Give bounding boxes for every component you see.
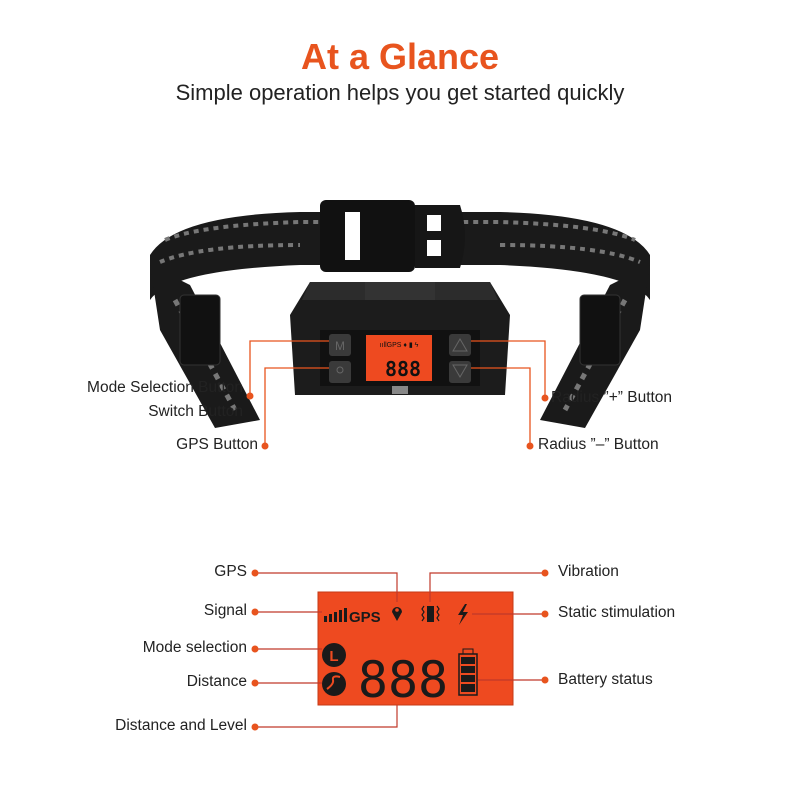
mode-icon xyxy=(322,643,346,667)
label-battery-status: Battery status xyxy=(558,671,653,688)
label-vibration: Vibration xyxy=(558,563,619,580)
lcd-diagram: GPS L 888 xyxy=(317,591,514,709)
label-mode-selection: Mode selection xyxy=(142,639,247,656)
label-radius-minus-button: Radius ”–” Button xyxy=(538,436,659,453)
label-distance-and-level: Distance and Level xyxy=(115,717,247,734)
label-static-stimulation: Static stimulation xyxy=(558,604,676,621)
callout-dots xyxy=(246,392,549,450)
radius-minus-button[interactable] xyxy=(449,361,471,383)
device-callout-lines xyxy=(249,340,546,446)
lcd-gps-text: GPS xyxy=(349,609,381,626)
mode-letter: L xyxy=(329,648,338,665)
label-gps: GPS xyxy=(214,563,247,580)
lcd-digits: 888 xyxy=(358,651,448,709)
svg-text:888: 888 xyxy=(385,357,421,381)
label-radius-plus-button: Radius ”+” Button xyxy=(551,389,673,406)
lcd-callout-lines xyxy=(255,572,545,728)
label-mode-selection-button: Mode Selection Button xyxy=(87,379,243,396)
label-switch-button: Switch Button xyxy=(148,403,243,420)
battery-icon xyxy=(458,648,478,696)
location-pin-icon xyxy=(392,607,402,621)
label-signal: Signal xyxy=(203,602,247,619)
svg-text:ııllGPS ♦ ▮ ϟ: ııllGPS ♦ ▮ ϟ xyxy=(380,342,419,349)
buckle xyxy=(320,200,465,272)
device-lcd xyxy=(366,335,432,381)
radius-plus-button[interactable] xyxy=(449,334,471,356)
mode-button[interactable] xyxy=(329,334,351,356)
svg-text:M: M xyxy=(335,339,345,353)
label-distance: Distance xyxy=(186,673,247,690)
signal-icon xyxy=(324,608,347,622)
page-subtitle: Simple operation helps you get started q… xyxy=(175,80,625,105)
lightning-icon xyxy=(458,604,468,625)
page-title: At a Glance xyxy=(300,36,500,77)
label-gps-button: GPS Button xyxy=(176,436,258,453)
gps-button[interactable] xyxy=(329,361,351,383)
distance-icon xyxy=(322,672,346,696)
collar-device: M ııllGPS ♦ ▮ ϟ 888 xyxy=(290,282,510,395)
vibration-icon xyxy=(421,605,440,622)
